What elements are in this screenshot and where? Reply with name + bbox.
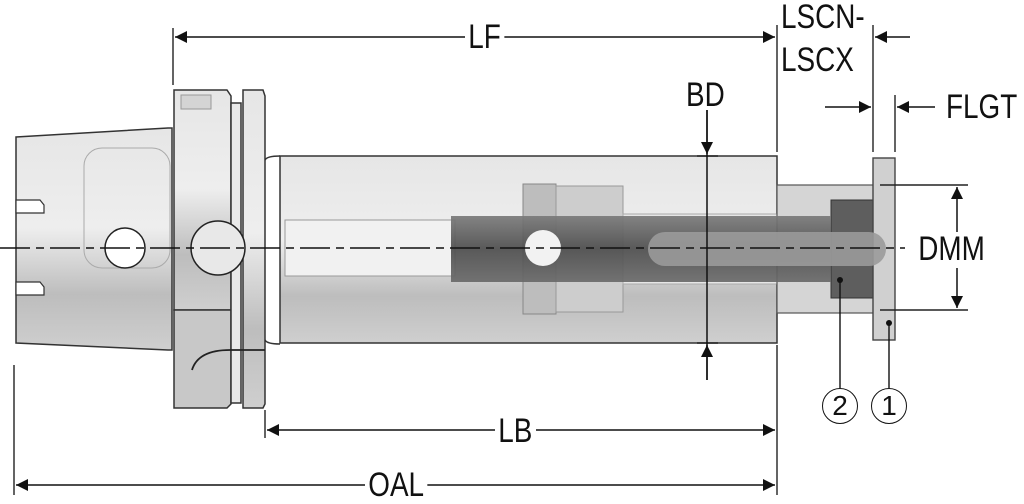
label-lf: LF <box>465 20 505 54</box>
label-dmm: DMM <box>915 232 989 266</box>
extension-lines <box>13 25 968 495</box>
callout-2: 2 <box>822 388 858 424</box>
callout-leaders <box>839 280 890 388</box>
clamping-core <box>451 216 886 282</box>
label-lscx: LSCX <box>781 41 854 79</box>
flange-collar <box>173 89 281 409</box>
label-bd: BD <box>686 76 725 114</box>
label-lb: LB <box>495 414 536 448</box>
label-oal: OAL <box>365 468 428 502</box>
taper-shank <box>15 127 173 351</box>
label-flgt: FLGT <box>946 88 1018 126</box>
callout-1: 1 <box>871 388 907 424</box>
label-lscn: LSCN- <box>781 0 865 36</box>
